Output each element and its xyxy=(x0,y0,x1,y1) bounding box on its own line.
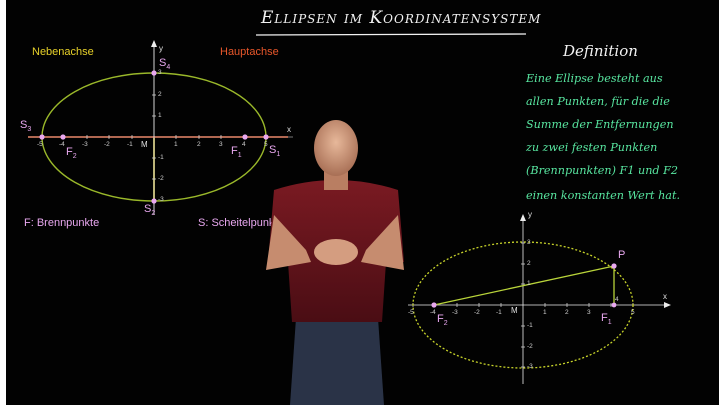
y-tick-2: 1 xyxy=(527,280,531,287)
y-arrow-1 xyxy=(151,40,157,47)
label-f2: F2 xyxy=(66,146,77,161)
y-tick-2: -3 xyxy=(527,363,533,370)
definition-line: Eine Ellipse besteht aus xyxy=(526,72,663,85)
x-tick-2: -2 xyxy=(474,309,480,316)
vertex-s1 xyxy=(263,134,269,140)
y-axis-label-1: y xyxy=(159,44,163,53)
origin-label-1: M xyxy=(141,140,148,149)
x-tick: -3 xyxy=(82,141,88,148)
definition-line: (Brennpunkten) F1 und F2 xyxy=(526,164,679,177)
blackboard: Ellipsen im Koordinatensystem xyxy=(6,0,719,405)
x-tick-2: 3 xyxy=(587,309,591,316)
y-axis-label-2: y xyxy=(528,210,532,219)
presenter-hands xyxy=(314,239,358,265)
x-tick: 4 xyxy=(242,141,246,148)
x-tick: 2 xyxy=(197,141,201,148)
y-tick: -1 xyxy=(158,154,164,161)
definition-line: zu zwei festen Punkten xyxy=(526,141,658,154)
y-tick: 3 xyxy=(158,69,162,76)
x-axis-label-1: x xyxy=(287,125,291,134)
ellipse-diagram-2 xyxy=(408,214,671,384)
distance-line-f2 xyxy=(433,265,615,306)
label-s3: S3 xyxy=(20,119,32,134)
ellipse-diagram-1 xyxy=(28,40,293,215)
title-underline xyxy=(255,33,527,36)
x-tick-2: -5 xyxy=(408,309,414,316)
presenter-figure xyxy=(266,120,404,405)
x-tick: -4 xyxy=(59,141,65,148)
label-s2: S2 xyxy=(144,203,156,218)
y-tick-2: -1 xyxy=(527,322,533,329)
y-tick-2: 3 xyxy=(527,239,531,246)
y-tick: -2 xyxy=(158,175,164,182)
presenter-jeans xyxy=(290,318,384,405)
x-tick-2: -1 xyxy=(496,309,502,316)
presenter-right-arm xyxy=(361,215,404,270)
focus-f1 xyxy=(242,134,248,140)
legend-foci: F: Brennpunkte xyxy=(24,217,100,229)
major-axis-label: Hauptachse xyxy=(220,46,279,58)
y-tick-2: 2 xyxy=(527,260,531,267)
label-p: P xyxy=(618,249,626,261)
x-tick-2: 5 xyxy=(631,309,635,316)
x-tick: 5 xyxy=(264,141,268,148)
x-tick-2: 1 xyxy=(543,309,547,316)
vertex-s4 xyxy=(151,70,157,76)
y-tick: 1 xyxy=(158,112,162,119)
definition-heading: Definition xyxy=(563,42,638,60)
page-title: Ellipsen im Koordinatensystem xyxy=(261,8,542,28)
ellipse-2 xyxy=(412,241,634,369)
definition-line: einen konstanten Wert hat. xyxy=(526,189,681,202)
legend-vertices: S: Scheitelpunkte xyxy=(198,217,284,229)
origin-label-2: M xyxy=(511,306,518,315)
x-tick: -1 xyxy=(127,141,133,148)
focus-f1-2 xyxy=(611,302,617,308)
label-f1: F1 xyxy=(231,145,242,160)
presenter-head xyxy=(314,120,358,176)
x-tick-2: -3 xyxy=(452,309,458,316)
focus-f2-2 xyxy=(431,302,437,308)
y-tick-2: -2 xyxy=(527,343,533,350)
label-f2-2: F2 xyxy=(437,313,448,328)
x-tick: 1 xyxy=(174,141,178,148)
x-tick-2: 2 xyxy=(565,309,569,316)
x-tick: -5 xyxy=(37,141,43,148)
definition-line: Summe der Entfernungen xyxy=(526,118,674,131)
minor-axis-label: Nebenachse xyxy=(32,46,94,58)
presenter-left-arm xyxy=(266,215,311,270)
point-p xyxy=(611,263,617,269)
label-s4: S4 xyxy=(159,57,171,72)
vertex-s3 xyxy=(39,134,45,140)
label-f1-2: F1 xyxy=(601,312,612,327)
label-s1: S1 xyxy=(269,144,281,159)
x-tick: 3 xyxy=(219,141,223,148)
y-tick: -3 xyxy=(158,196,164,203)
focus-f2 xyxy=(60,134,66,140)
x-tick-2: 4 xyxy=(615,296,619,303)
x-tick: -2 xyxy=(104,141,110,148)
vertex-s2 xyxy=(151,198,157,204)
definition-line: allen Punkten, für die die xyxy=(526,95,670,108)
x-tick-2: -4 xyxy=(430,309,436,316)
x-axis-label-2: x xyxy=(663,292,667,301)
y-tick: 2 xyxy=(158,91,162,98)
